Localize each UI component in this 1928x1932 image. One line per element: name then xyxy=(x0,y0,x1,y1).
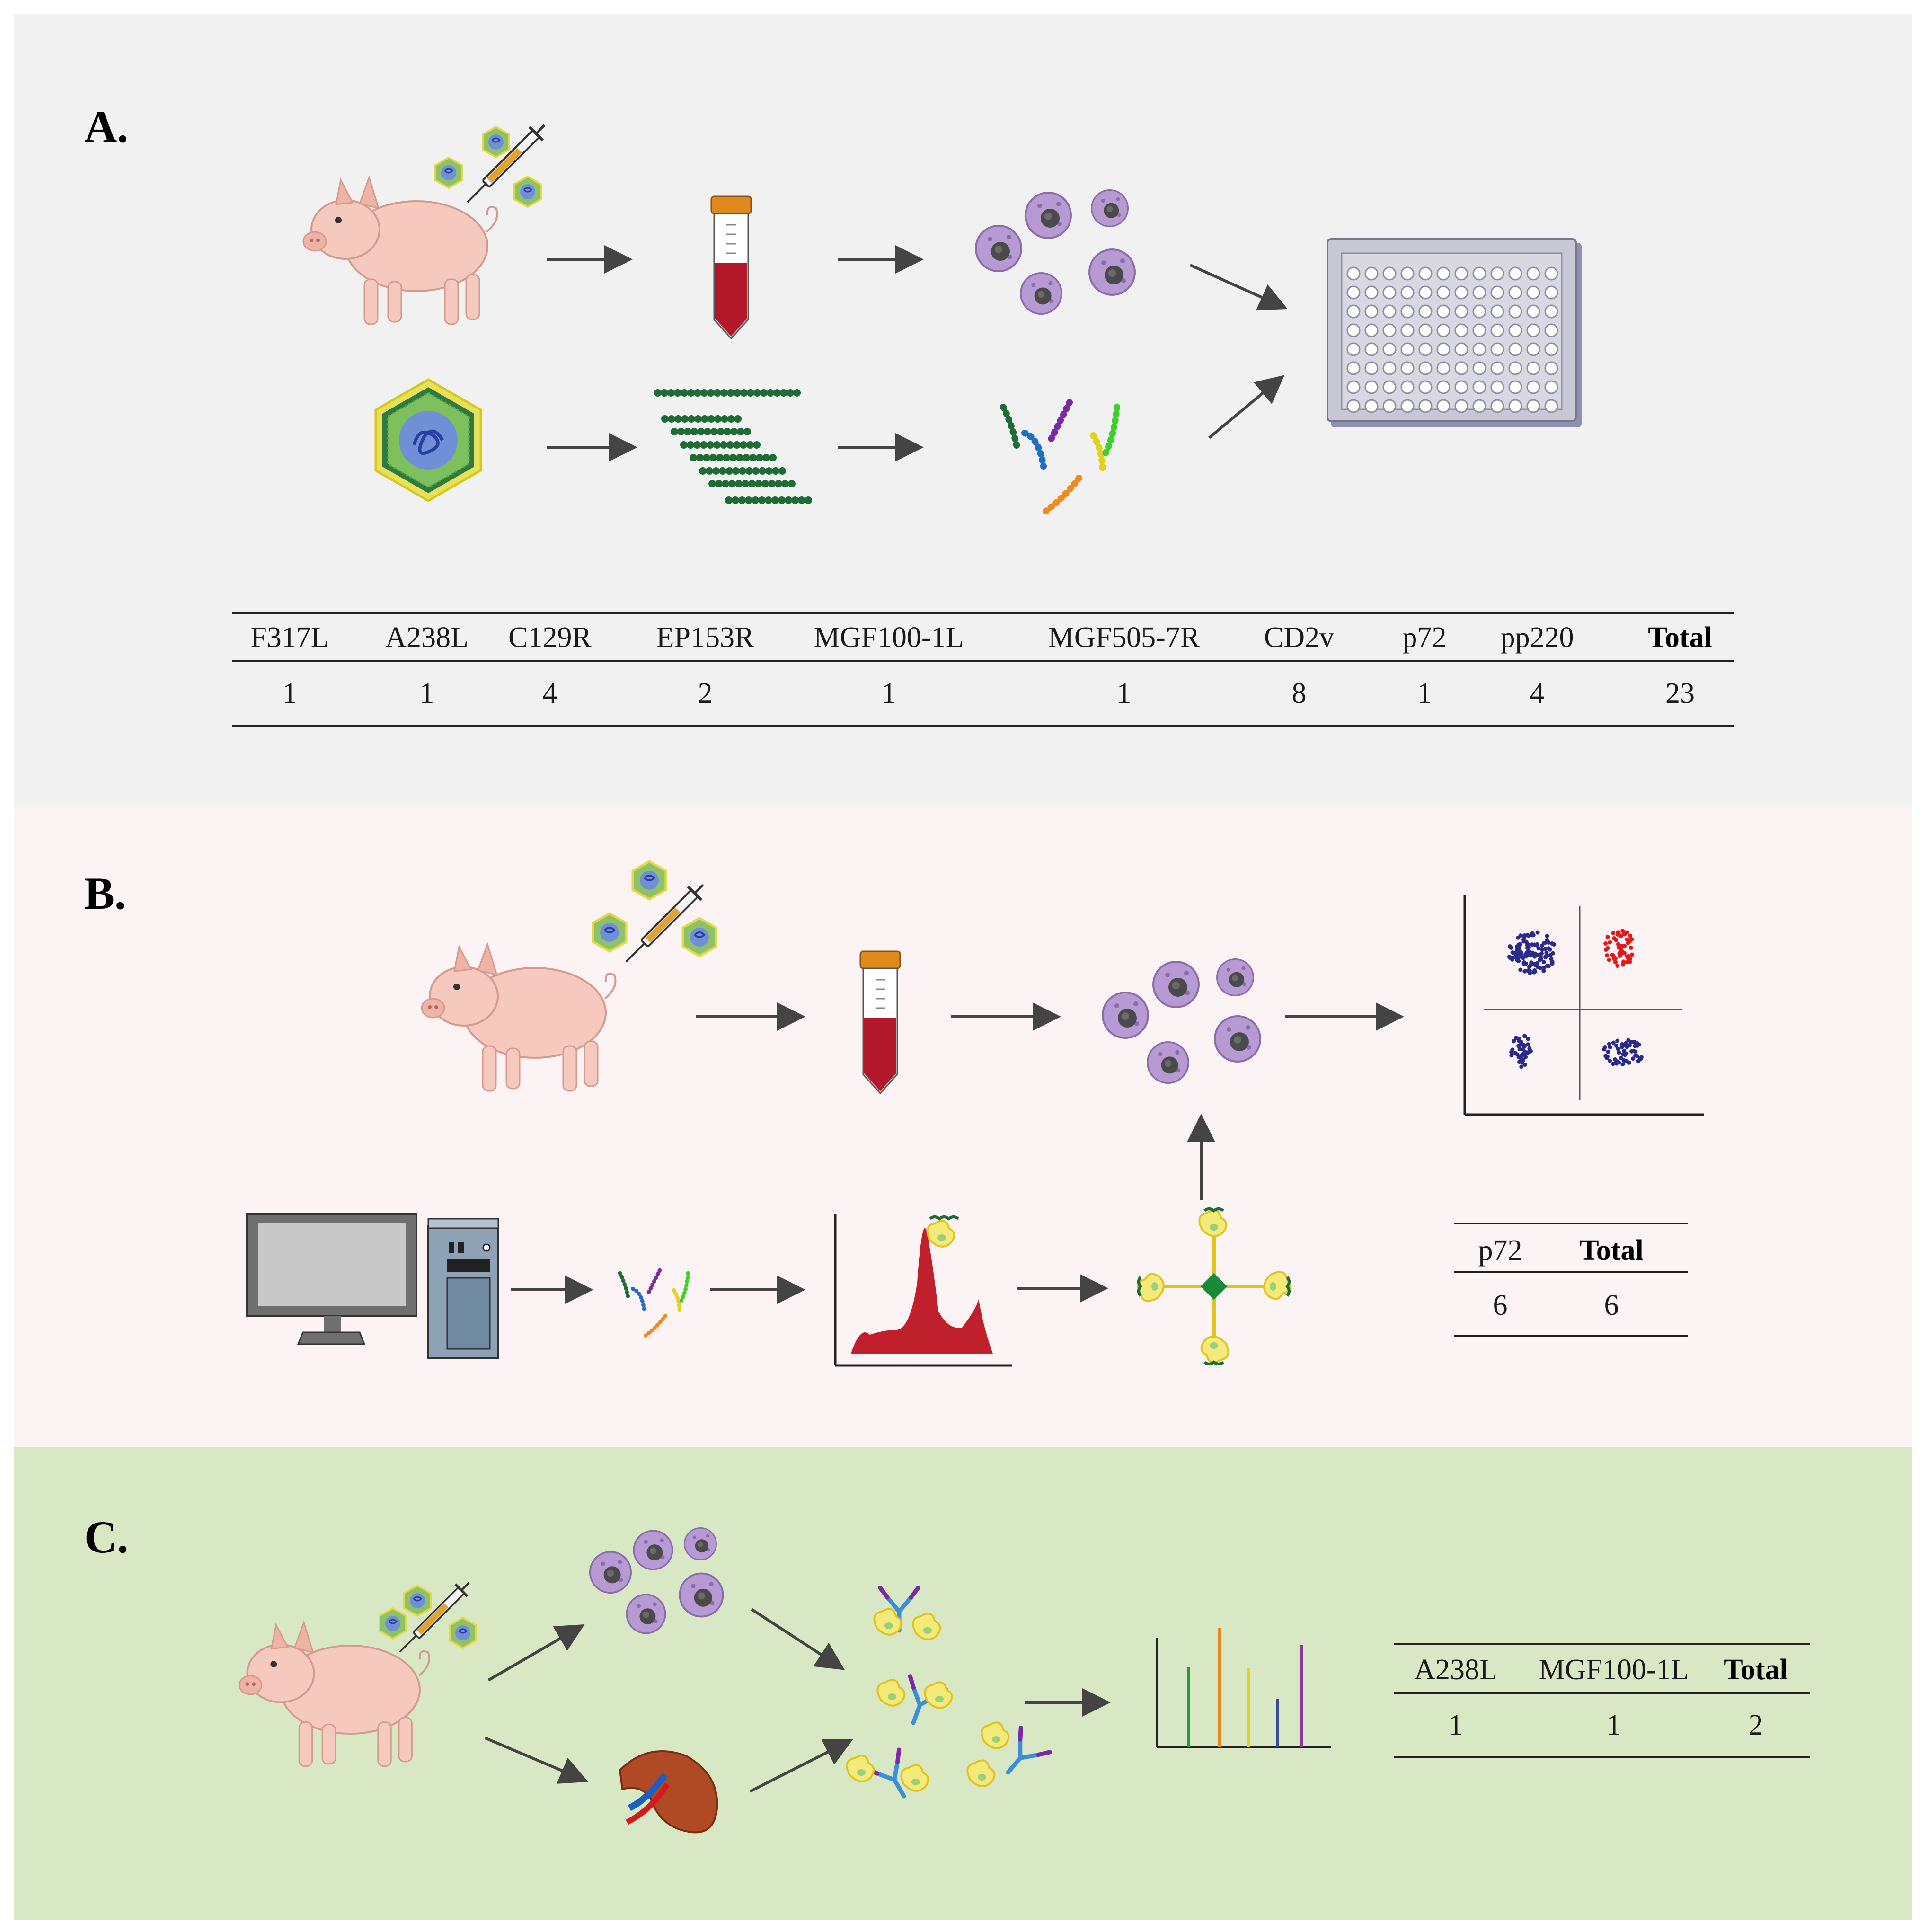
table-cell: 1 xyxy=(882,677,896,709)
table-header: C129R xyxy=(508,621,592,654)
virus-icon xyxy=(513,176,542,208)
blood-tube-icon xyxy=(859,950,901,1094)
table-cell: 1 xyxy=(1607,1709,1621,1741)
tetramer-icon xyxy=(1137,1207,1291,1365)
virus-icon xyxy=(403,1585,432,1617)
panel-a-table: F317L A238L C129R EP153R MGF100-1L MGF50… xyxy=(232,612,1734,727)
table-cell: 2 xyxy=(1749,1709,1763,1741)
table-cell: 1 xyxy=(1417,677,1432,709)
spectrum-icon xyxy=(1156,1628,1331,1748)
virus-icon xyxy=(449,1617,477,1649)
arrow xyxy=(1189,264,1288,310)
arrow xyxy=(487,1624,585,1682)
arrow xyxy=(1208,375,1285,439)
virus-icon xyxy=(593,913,626,951)
computer-icon xyxy=(246,1213,499,1359)
virus-icon xyxy=(434,157,463,189)
table-header: EP153R xyxy=(656,621,754,654)
table-header: F317L xyxy=(250,621,328,654)
table-header: MGF505-7R xyxy=(1048,621,1200,654)
virus-icon xyxy=(683,918,716,956)
table-header: p72 xyxy=(1403,621,1447,654)
table-header: MGF100-1L xyxy=(1539,1654,1689,1686)
chromatogram-icon xyxy=(834,1214,1012,1367)
blood-tube-icon xyxy=(710,195,752,339)
arrow xyxy=(751,1608,845,1670)
arrow xyxy=(484,1737,589,1784)
table-header: MGF100-1L xyxy=(814,621,964,654)
virus-icon xyxy=(633,861,666,899)
table-cell: 23 xyxy=(1665,677,1695,709)
panel-c-table: A238L MGF100-1L Total 1 1 2 xyxy=(1394,1643,1810,1758)
table-cell: 1 xyxy=(1117,677,1132,709)
table-header-total: Total xyxy=(1648,621,1712,654)
table-cell: 8 xyxy=(1292,677,1307,709)
table-cell: 1 xyxy=(1449,1709,1463,1741)
table-cell: 4 xyxy=(543,677,557,709)
table-cell: 2 xyxy=(698,677,713,709)
table-cell: 6 xyxy=(1604,1289,1619,1321)
table-header-total: Total xyxy=(1579,1234,1644,1267)
table-header-total: Total xyxy=(1724,1654,1788,1686)
panel-c-label: C. xyxy=(84,1512,128,1562)
table-cell: 1 xyxy=(283,677,297,709)
panel-a-background xyxy=(14,14,1912,807)
virus-icon xyxy=(374,378,482,502)
virus-icon xyxy=(379,1607,407,1640)
table-header: pp220 xyxy=(1501,621,1574,654)
arrow xyxy=(749,1739,853,1793)
panel-b-label: B. xyxy=(84,868,126,919)
spleen-icon xyxy=(619,1750,718,1834)
table-cell: 1 xyxy=(420,677,434,709)
well-plate-icon xyxy=(1327,238,1582,427)
table-header: p72 xyxy=(1478,1234,1522,1267)
table-cell: 6 xyxy=(1493,1289,1508,1321)
table-cell: 4 xyxy=(1530,677,1545,709)
peptide-icon xyxy=(654,389,812,504)
flow-plot-icon xyxy=(1463,895,1704,1116)
virus-icon xyxy=(482,126,510,158)
table-header: A238L xyxy=(385,621,469,654)
panel-a-label: A. xyxy=(84,101,128,152)
panel-b-table: p72 Total 6 6 xyxy=(1454,1223,1688,1337)
table-header: CD2v xyxy=(1264,621,1334,654)
table-header: A238L xyxy=(1414,1654,1497,1686)
